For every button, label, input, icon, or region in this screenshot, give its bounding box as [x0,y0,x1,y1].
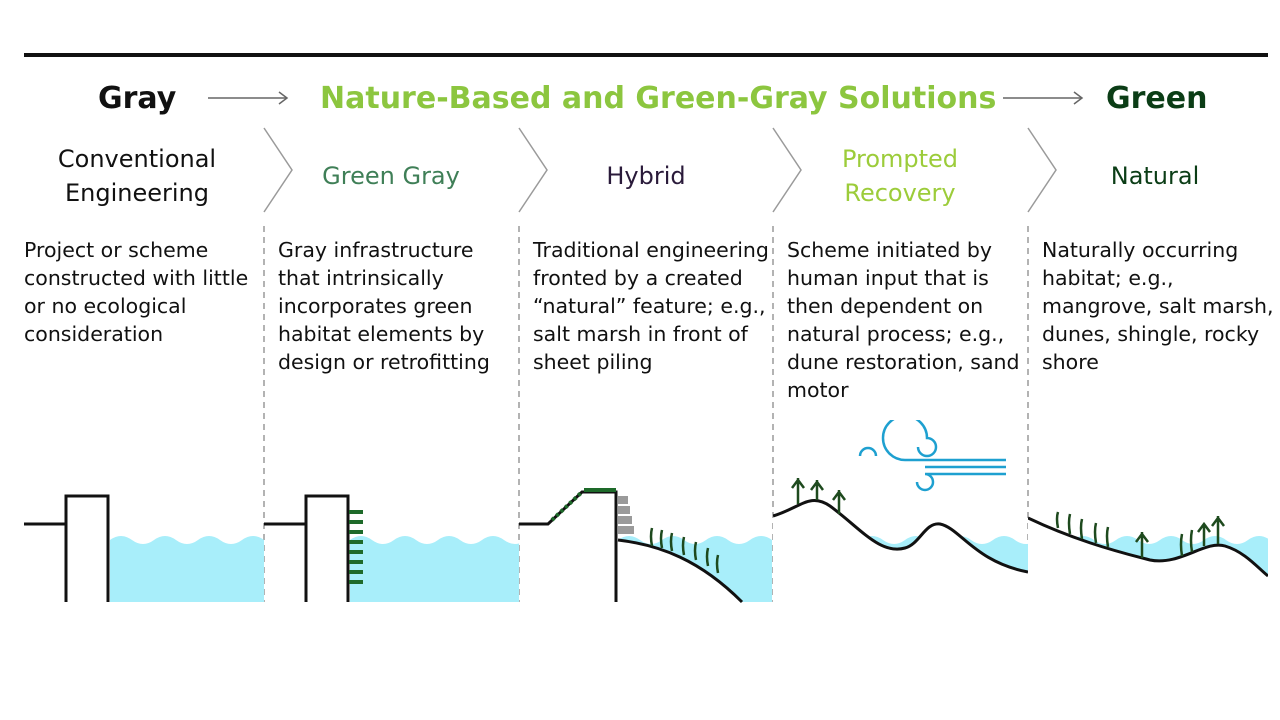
hybrid-shoreline-illustration [519,488,772,604]
chevron-right-icon [263,127,293,213]
column-description-green-gray: Gray infrastructure that intrinsically i… [278,238,490,374]
column-title-green-gray: Green Gray [322,162,460,190]
header-green-label: Green [1106,81,1208,116]
chevron-right-icon [1027,127,1057,213]
top-rule [24,53,1268,57]
column-description-conventional: Project or scheme constructed with littl… [24,238,249,346]
chevron-right-icon [518,127,548,213]
natural-shoreline-illustration [1028,511,1268,602]
header-gray-label: Gray [98,81,177,116]
column-description-prompted-recovery: Scheme initiated by human input that is … [787,238,1020,402]
conventional-seawall-illustration [24,494,264,602]
arrow-right-icon [208,91,289,105]
chevron-right-icon [772,127,802,213]
column-title-natural: Natural [1110,162,1200,190]
wind-icon [858,420,1006,492]
column-description-hybrid: Traditional engineering fronted by a cre… [533,238,769,374]
column-description-natural: Naturally occurring habitat; e.g., mangr… [1042,238,1274,374]
green-gray-seawall-illustration [264,494,519,602]
column-title-hybrid: Hybrid [606,162,686,190]
header-nbs-label: Nature-Based and Green-Gray Solutions [320,81,997,116]
arrow-right-icon [1003,91,1084,105]
grass-icon [791,477,846,514]
prompted-recovery-dune-illustration [773,420,1028,602]
